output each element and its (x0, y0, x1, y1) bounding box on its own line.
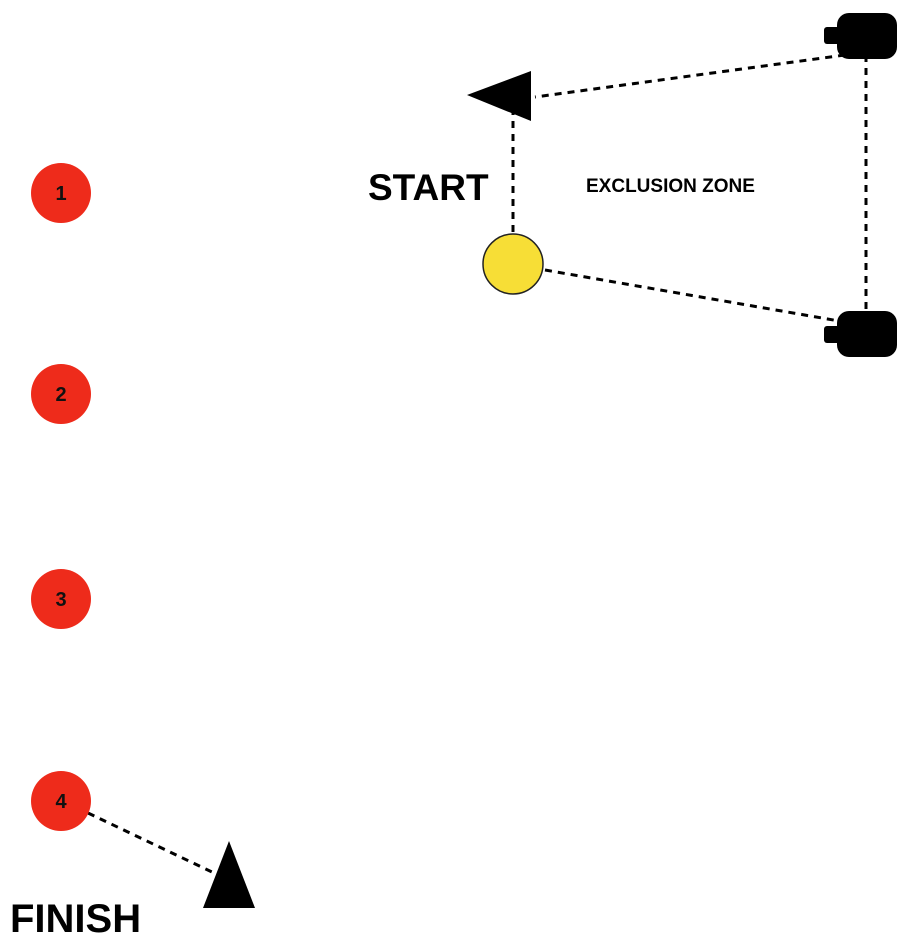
camera-top-icon (824, 13, 897, 59)
exclusion-zone-label: EXCLUSION ZONE (586, 176, 755, 197)
start-to-camera-line (544, 268, 846, 324)
start-label: START (368, 167, 489, 208)
marker-2-number: 2 (55, 384, 66, 406)
marker-1: 1 (31, 163, 91, 223)
marker-3: 3 (31, 569, 91, 629)
marker-4-number: 4 (55, 791, 67, 813)
finish-cone-icon (203, 841, 255, 908)
marker-3-number: 3 (55, 589, 66, 611)
camera-to-cone-line (534, 53, 846, 99)
finish-label: FINISH (10, 897, 141, 935)
camera-bottom-icon (824, 311, 897, 357)
start-cone-icon (467, 71, 531, 121)
marker-1-number: 1 (55, 183, 66, 205)
start-dot (482, 233, 544, 295)
marker-2: 2 (31, 364, 91, 424)
marker-4: 4 (31, 771, 91, 831)
marker4-to-finish-line (87, 811, 213, 874)
